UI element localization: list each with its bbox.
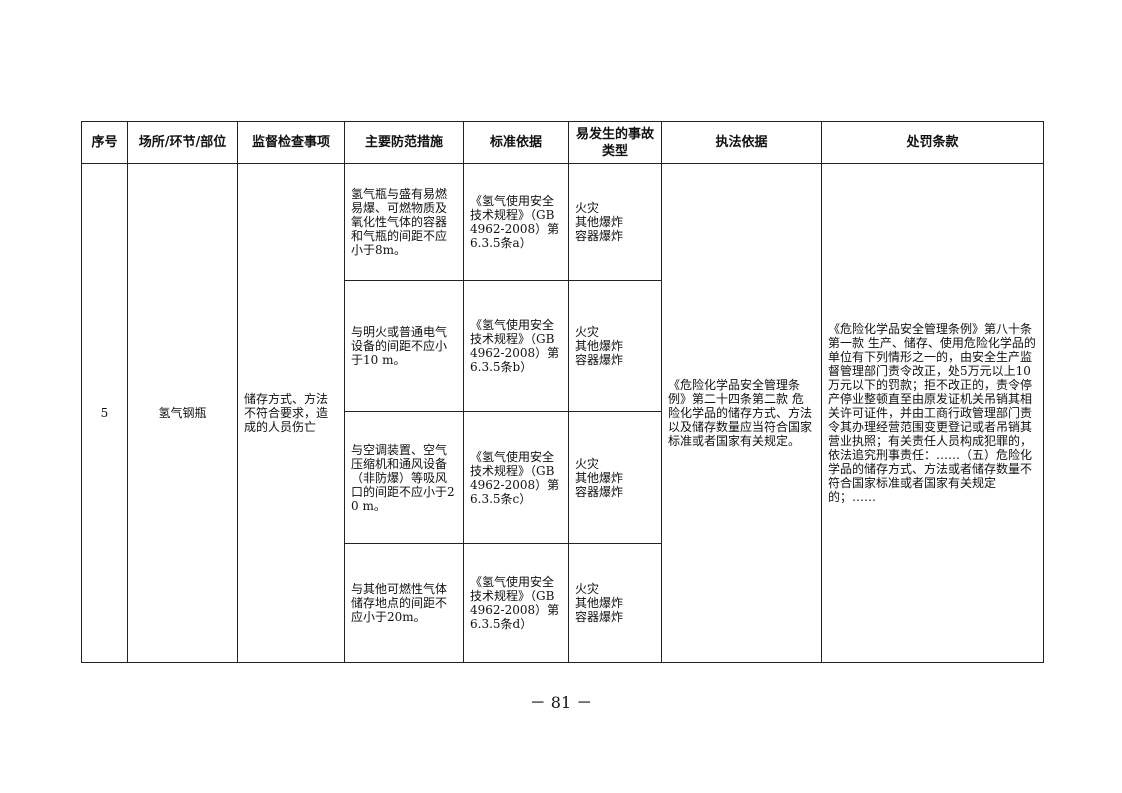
cell-accident: 火灾 其他爆炸 容器爆炸 (568, 411, 662, 544)
cell-measure: 与其他可燃性气体储存地点的间距不应小于20m。 (344, 543, 464, 663)
table-header-row: 序号 场所/环节/部位 监督检查事项 主要防范措施 标准依据 易发生的事故类型 … (81, 121, 1044, 164)
table-row: 5 氢气钢瓶 储存方式、方法不符合要求，造成的人员伤亡 氢气瓶与盛有易燃易爆、可… (81, 163, 1044, 663)
page-number: － 81 － (529, 693, 593, 712)
cell-accident: 火灾 其他爆炸 容器爆炸 (568, 280, 662, 412)
cell-measure: 与明火或普通电气设备的间距不应小于10 m。 (344, 280, 464, 412)
cell-accident: 火灾 其他爆炸 容器爆炸 (568, 163, 662, 281)
cell-seq: 5 (81, 163, 128, 663)
header-location: 场所/环节/部位 (127, 121, 238, 164)
header-inspection-item: 监督检查事项 (237, 121, 345, 164)
cell-accident: 火灾 其他爆炸 容器爆炸 (568, 543, 662, 663)
cell-measure: 氢气瓶与盛有易燃易爆、可燃物质及氧化性气体的容器和气瓶的间距不应小于8m。 (344, 163, 464, 281)
header-standard: 标准依据 (463, 121, 569, 164)
header-law-basis: 执法依据 (661, 121, 822, 164)
cell-standard: 《氢气使用安全技术规程》（GB 4962-2008）第6.3.5条b） (463, 280, 569, 412)
table-row: 与其他可燃性气体储存地点的间距不应小于20m。 《氢气使用安全技术规程》（GB … (82, 543, 1044, 663)
header-measures: 主要防范措施 (344, 121, 464, 164)
cell-inspection-item: 储存方式、方法不符合要求，造成的人员伤亡 (237, 163, 345, 663)
cell-measure: 与空调装置、空气压缩机和通风设备（非防爆）等吸风口的间距不应小于20 m。 (344, 411, 464, 544)
regulation-table: 序号 场所/环节/部位 监督检查事项 主要防范措施 标准依据 易发生的事故类型 … (81, 121, 1044, 663)
header-penalty: 处罚条款 (821, 121, 1044, 164)
table-row: 与空调装置、空气压缩机和通风设备（非防爆）等吸风口的间距不应小于20 m。 《氢… (82, 411, 1044, 544)
table-row: 与明火或普通电气设备的间距不应小于10 m。 《氢气使用安全技术规程》（GB 4… (82, 280, 1044, 412)
cell-standard: 《氢气使用安全技术规程》（GB 4962-2008）第6.3.5条a） (463, 163, 569, 281)
cell-location: 氢气钢瓶 (127, 163, 238, 663)
cell-standard: 《氢气使用安全技术规程》（GB 4962-2008）第6.3.5条c） (463, 411, 569, 544)
header-seq: 序号 (81, 121, 128, 164)
header-accident-type: 易发生的事故类型 (568, 121, 662, 164)
cell-penalty: 《危险化学品安全管理条例》第八十条第一款 生产、储存、使用危险化学品的单位有下列… (821, 163, 1044, 663)
cell-law-basis: 《危险化学品安全管理条例》第二十四条第二款 危险化学品的储存方式、方法以及储存数… (661, 163, 822, 663)
cell-standard: 《氢气使用安全技术规程》（GB 4962-2008）第6.3.5条d） (463, 543, 569, 663)
